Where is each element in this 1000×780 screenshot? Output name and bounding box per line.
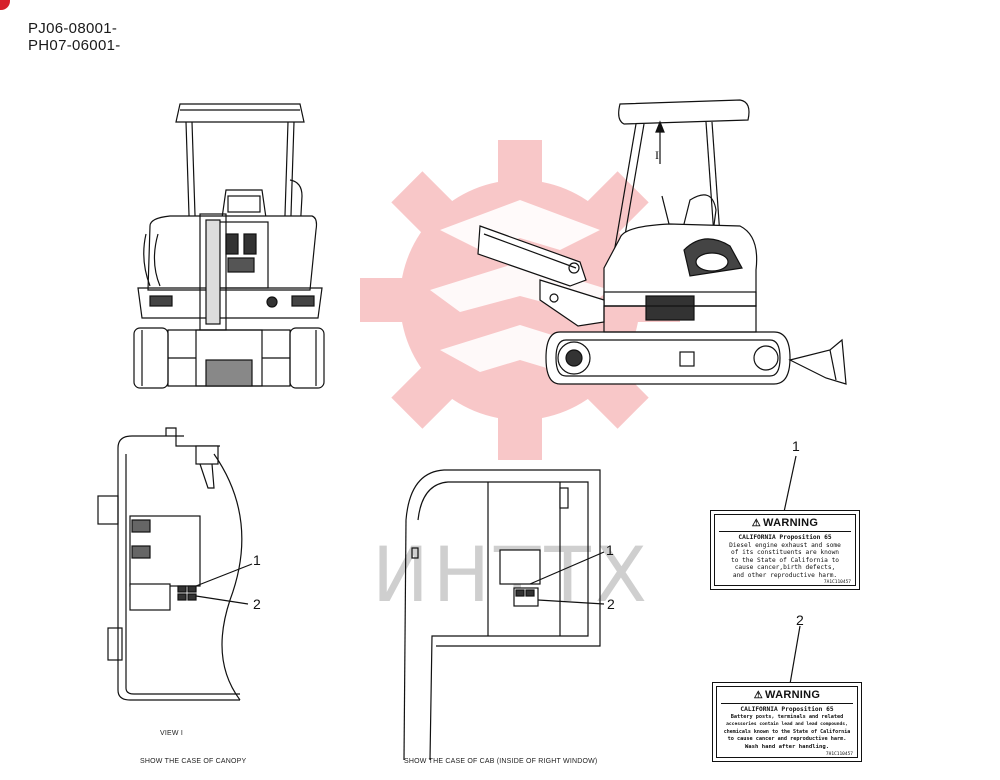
corner-marker: [0, 0, 10, 10]
label-callout-2: 2: [796, 612, 804, 628]
warning-line: accessories contain lead and lead compou…: [726, 722, 848, 728]
serial-number-1: PJ06-08001-: [28, 20, 118, 37]
excavator-side-view: [477, 99, 847, 385]
warning-heading: ⚠WARNING: [721, 689, 853, 704]
view-i-label: VIEW I: [160, 730, 183, 737]
leader-label-2: [789, 625, 801, 685]
warning-line: CALIFORNIA Proposition 65: [740, 706, 834, 713]
warning-line: Diesel engine exhaust and some: [729, 541, 841, 549]
warning-line: of its constituents are known: [730, 549, 840, 557]
warning-label-diesel: ⚠WARNING CALIFORNIA Proposition 65 Diese…: [710, 510, 860, 590]
warning-line: to the State of California to: [730, 556, 840, 564]
warning-line: and other reproductive harm.: [732, 571, 838, 579]
warning-line: cause cancer,birth defects,: [734, 564, 836, 572]
warning-triangle-icon: ⚠: [751, 518, 761, 529]
canopy-callout-2: 2: [253, 596, 261, 612]
warning-line: Battery posts, terminals and related: [730, 713, 844, 720]
warning-line: chemicals known to the State of Californ…: [723, 728, 851, 735]
warning-code: 7A1C110457: [823, 579, 851, 585]
leader-label-1: [783, 455, 797, 513]
cab-caption: SHOW THE CASE OF CAB (INSIDE OF RIGHT WI…: [404, 758, 598, 765]
excavator-rear-view: [133, 103, 325, 389]
warning-heading: ⚠WARNING: [719, 517, 851, 532]
canopy-caption: SHOW THE CASE OF CANOPY: [140, 758, 247, 765]
canopy-callout-1: 1: [253, 552, 261, 568]
warning-line: to cause cancer and reproductive harm.: [727, 736, 847, 743]
warning-code: 7H1C110457: [825, 751, 853, 757]
view-arrow-label: I: [655, 148, 659, 162]
cab-detail-view: [403, 469, 605, 761]
label-callout-1: 1: [792, 438, 800, 454]
warning-triangle-icon: ⚠: [753, 690, 763, 701]
warning-line: CALIFORNIA Proposition 65: [738, 534, 832, 541]
warning-line: Wash hand after handling.: [744, 743, 830, 750]
canopy-detail-view: [97, 427, 253, 701]
serial-number-2: PH07-06001-: [28, 37, 121, 54]
cab-callout-1: 1: [606, 542, 614, 558]
cab-callout-2: 2: [607, 596, 615, 612]
warning-label-battery: ⚠WARNING CALIFORNIA Proposition 65 Batte…: [712, 682, 862, 762]
